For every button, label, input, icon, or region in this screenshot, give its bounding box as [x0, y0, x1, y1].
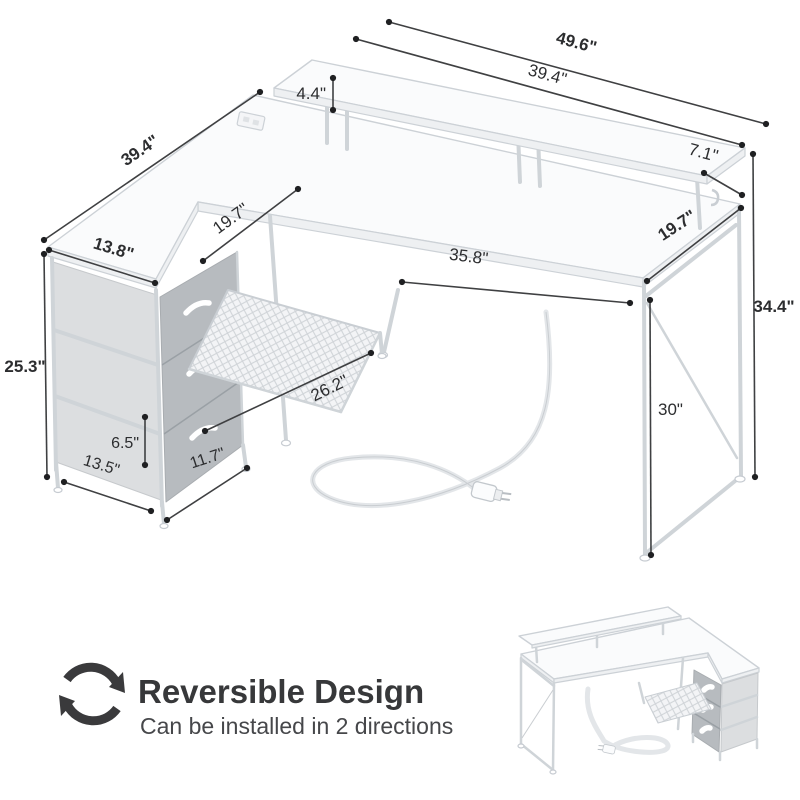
monitor-shelf	[273, 59, 746, 230]
power-plug-icon	[470, 481, 512, 502]
dim-shelf-height: 4.4"	[296, 74, 337, 114]
mesh-shelf	[187, 289, 387, 414]
mirrored-desk-thumbnail	[517, 606, 760, 775]
middle-front-leg	[382, 288, 400, 354]
dim-label-total-height: 34.4"	[753, 297, 794, 316]
power-strip-icon	[236, 111, 266, 131]
dim-label-left-section-height: 25.3"	[4, 357, 45, 376]
dim-left-section-height: 25.3"	[4, 250, 51, 481]
desk-illustration	[47, 59, 746, 562]
dim-leg-height: 30"	[646, 296, 683, 559]
dim-label-drawer-clearance: 6.5"	[111, 435, 139, 452]
desktop-surface	[47, 94, 741, 280]
thumbnail-plug-icon	[597, 744, 616, 755]
dim-label-shelf-height: 4.4"	[296, 84, 326, 103]
shelf-right-edge	[706, 147, 746, 185]
drawer-handle-1	[183, 299, 212, 316]
dim-total-height: 34.4"	[749, 150, 795, 481]
right-leg-frame	[639, 206, 746, 562]
dim-drawer-clearance: 6.5"	[111, 413, 149, 469]
dim-label-shelf-length: 39.4"	[526, 60, 569, 88]
footer: Reversible Design Can be installed in 2 …	[59, 662, 453, 739]
dim-under-desk-clearance: 35.8"	[398, 245, 634, 307]
footer-title: Reversible Design	[138, 673, 424, 710]
dim-label-total-width: 49.6"	[554, 28, 599, 57]
joint-foot	[280, 439, 292, 447]
drawer-unit	[50, 250, 251, 530]
dim-label-leg-height: 30"	[658, 400, 683, 419]
headphone-hook-icon	[710, 188, 720, 207]
power-cord	[310, 309, 553, 509]
dim-label-under-desk-clearance: 35.8"	[448, 245, 489, 269]
reversible-arrows-icon	[59, 662, 125, 726]
footer-subtitle: Can be installed in 2 directions	[140, 713, 453, 739]
